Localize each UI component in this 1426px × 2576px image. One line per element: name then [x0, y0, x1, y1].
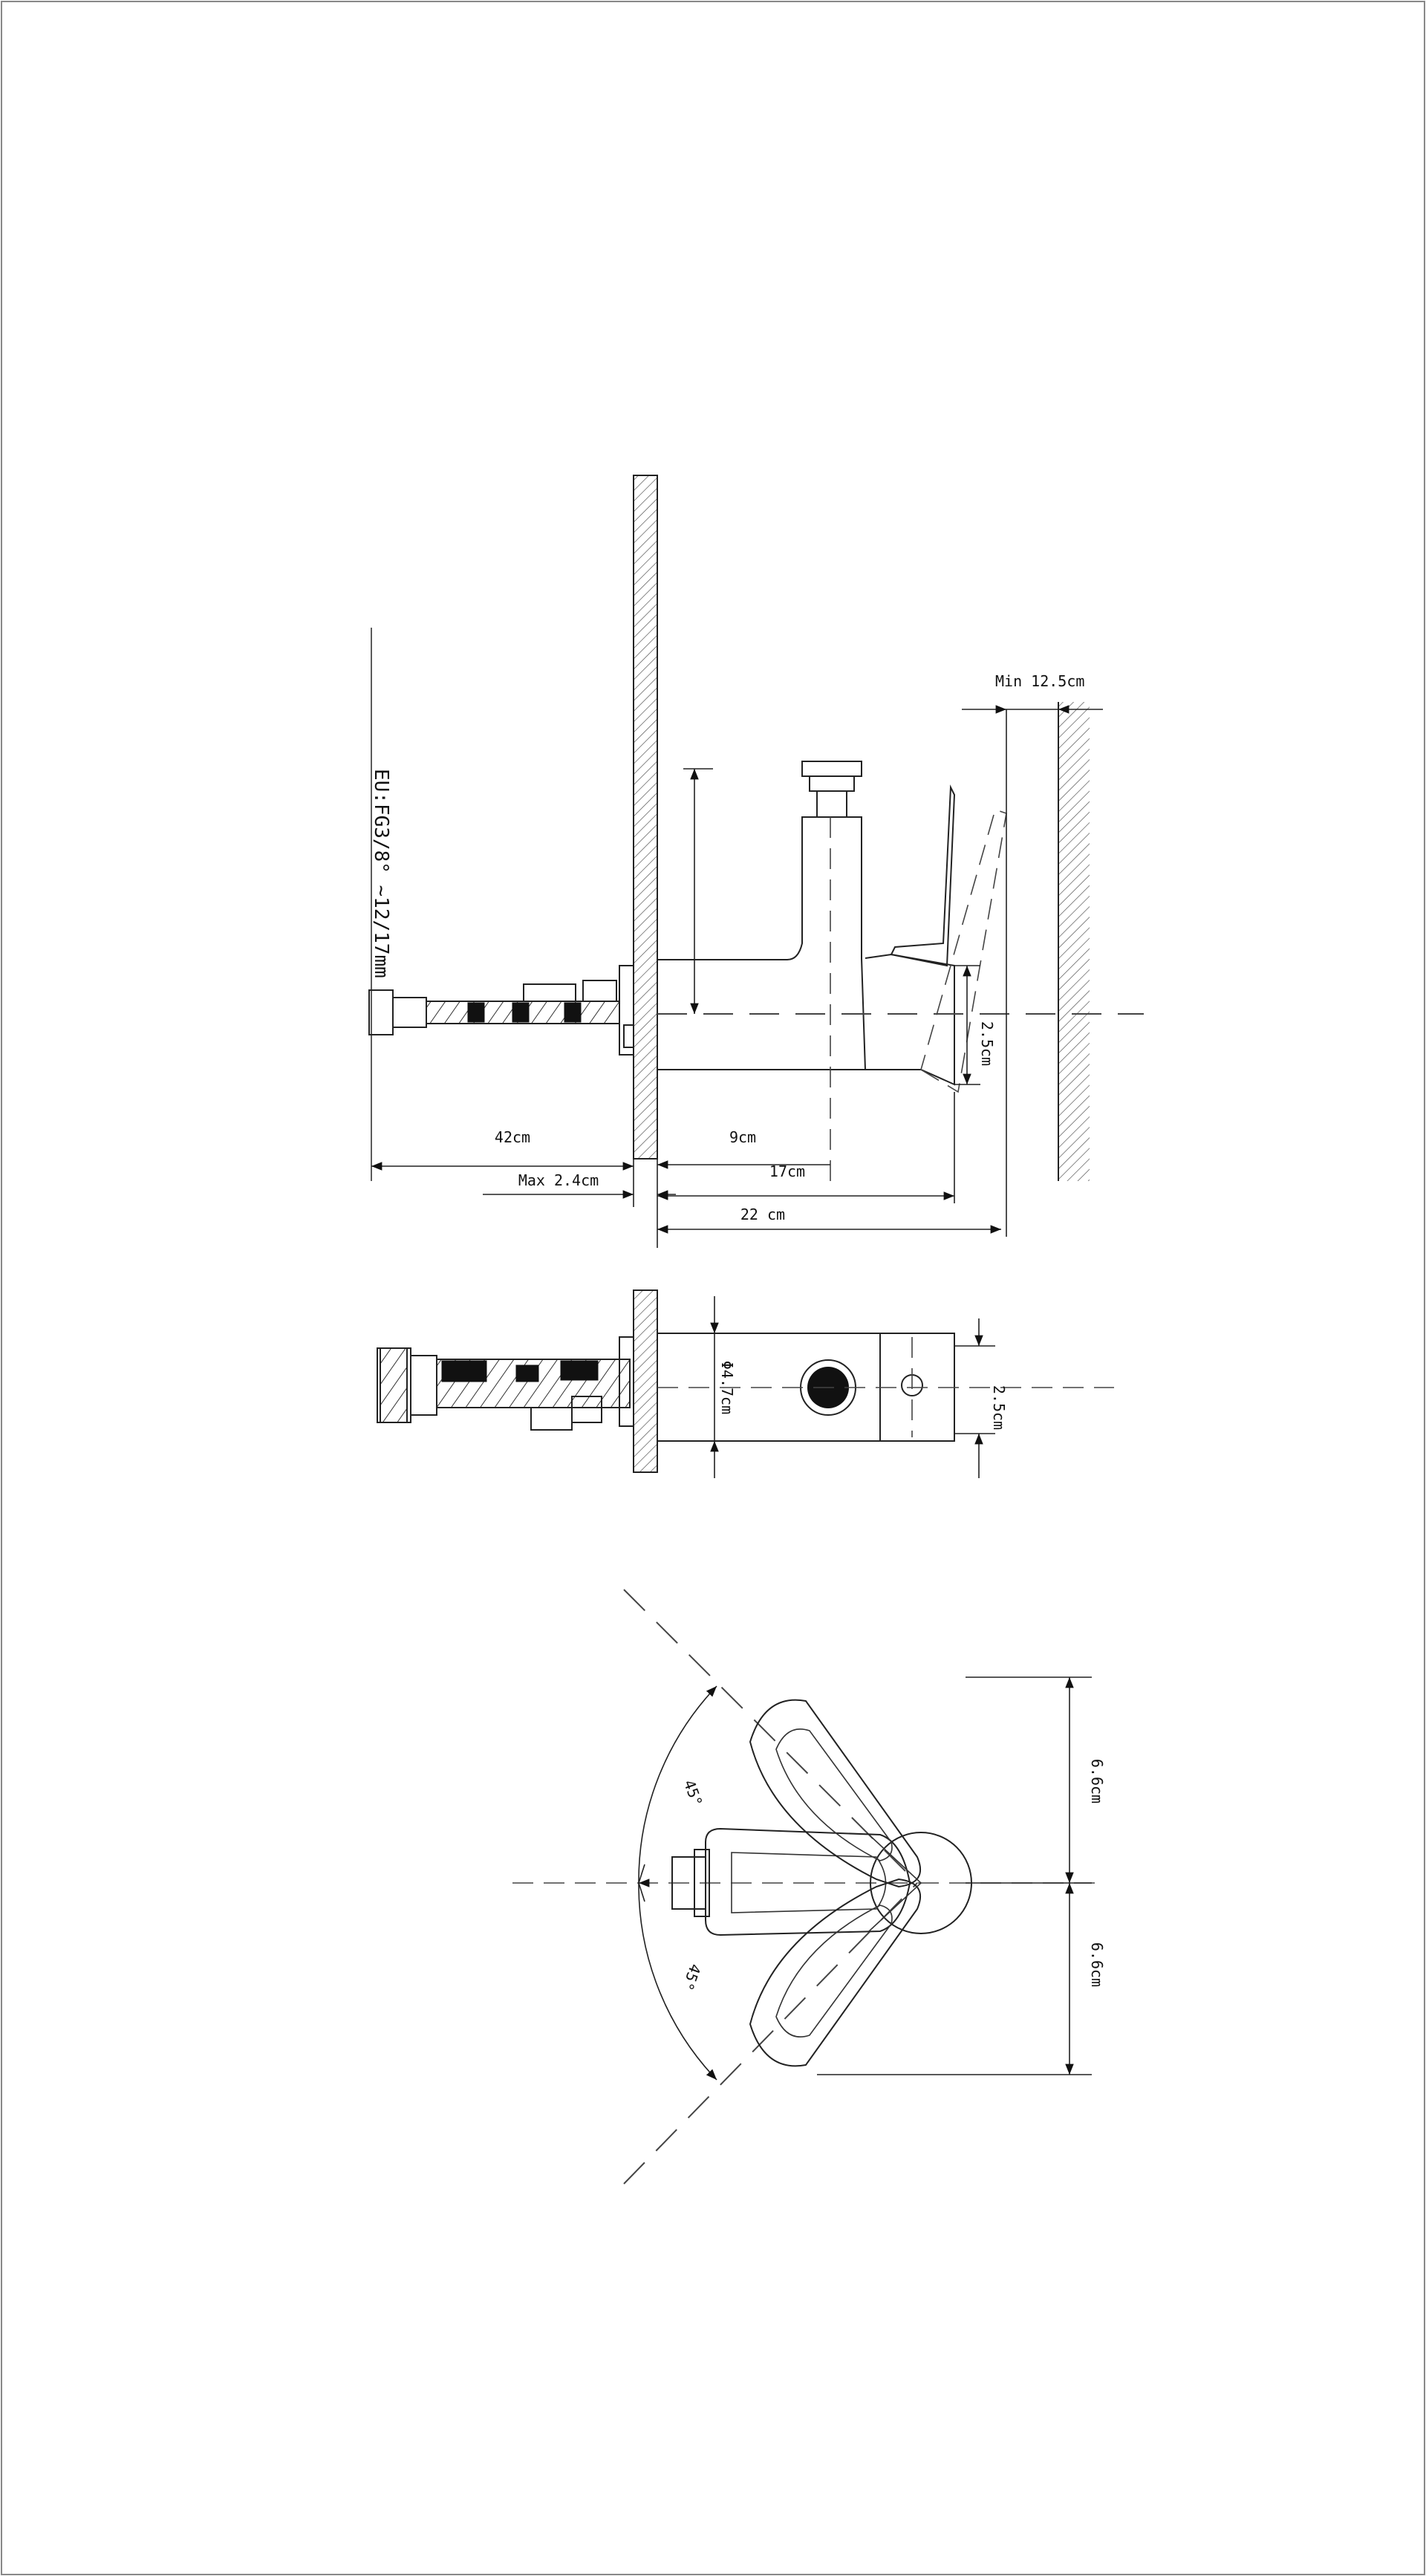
dim-diameter-label: Φ4.7cm — [718, 1361, 736, 1414]
dim-handle-label: 2.5cm — [978, 1021, 996, 1066]
dim-total-22cm: 22 cm — [657, 1206, 1001, 1234]
dim-height-11cm: 11cm — [683, 768, 713, 1014]
dim-handle-2-5cm: 2.5cm — [954, 965, 996, 1085]
dim-body-9cm: 9cm — [657, 1128, 830, 1169]
back-wall-section — [1058, 702, 1090, 1181]
dim-clearance: Min 12.5cm — [962, 672, 1103, 1237]
dim-spout-17cm: 17cm — [657, 1092, 955, 1203]
dim-body-label: 9cm — [729, 1128, 756, 1146]
dim-spout-label: 17cm — [769, 1162, 805, 1180]
dim-top-6-6cm: 6.6cm 6.6cm — [817, 1676, 1106, 2075]
dim-wall-label: Max 2.4cm — [518, 1171, 599, 1189]
dim-offset: 2.5cm — [954, 1318, 1008, 1478]
dim-clearance-label: Min 12.5cm — [995, 672, 1084, 690]
supply-hose — [368, 965, 634, 1056]
dim-lower-label: 6.6cm — [1088, 1942, 1106, 1987]
dim-total-label: 22 cm — [740, 1206, 785, 1223]
dim-hose-label: 42cm — [495, 1128, 530, 1146]
faucet-body-side — [657, 761, 1007, 1093]
dim-wall-max: Max 2.4cm — [483, 1159, 676, 1248]
angle-upper-label: 45° — [680, 1777, 706, 1809]
angle-lower-label: 45° — [679, 1962, 705, 1993]
dim-offset-label: 2.5cm — [990, 1385, 1008, 1430]
wall-section — [633, 475, 658, 1159]
connection-spec-label: EU:FG3/8° ~12/17mm — [370, 769, 392, 978]
front-view: Φ4.7cm 2.5cm — [377, 1289, 1114, 1478]
dim-upper-label: 6.6cm — [1088, 1759, 1106, 1803]
dim-hose-42cm: 42cm — [371, 1128, 634, 1171]
dim-diameter: Φ4.7cm — [657, 1296, 736, 1478]
top-view: 45° 45° 6.6cm 6.6cm — [512, 1589, 1106, 2185]
side-view: 11cm EU:FG3/8° ~12/17mm 2.5cm Min 12.5cm… — [368, 475, 1144, 1248]
